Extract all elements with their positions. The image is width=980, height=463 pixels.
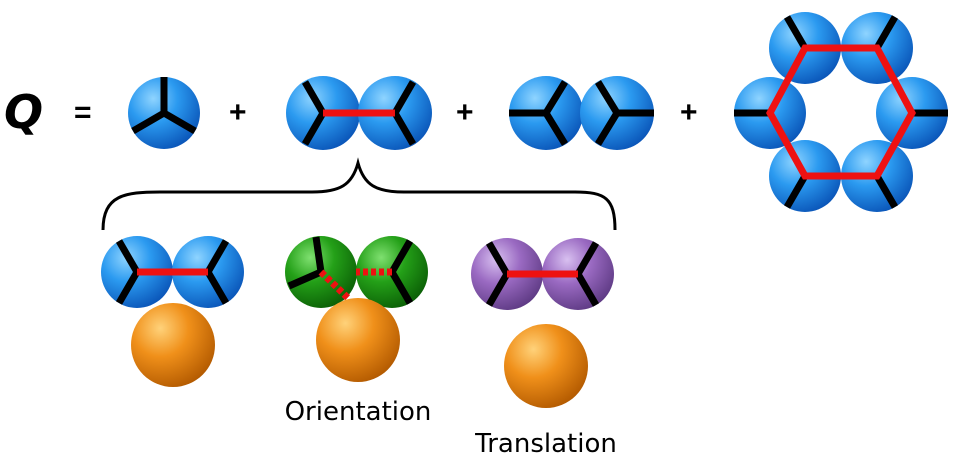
unbonded-pair xyxy=(509,76,654,150)
patch-arms xyxy=(734,15,948,209)
translation-label: Translation xyxy=(474,429,617,459)
patch-arms xyxy=(131,77,197,135)
bonded-dimer-with-sphere xyxy=(101,236,244,387)
plus-sign-1: + xyxy=(229,96,247,129)
patch-arms xyxy=(485,241,600,307)
orientation-label: Orientation xyxy=(285,397,432,427)
hexagonal-ring xyxy=(734,12,948,212)
translation-variant: Translation xyxy=(471,238,617,459)
single-patchy-particle xyxy=(128,77,200,149)
bonded-dimer xyxy=(286,76,432,150)
patch-arms xyxy=(287,236,414,305)
equals-sign: = xyxy=(74,96,92,129)
q-symbol: Q xyxy=(4,85,43,139)
patch-arms xyxy=(301,80,417,146)
patch-arms xyxy=(115,239,230,305)
patch-arms xyxy=(509,80,654,146)
orientation-variant: Orientation xyxy=(285,236,432,427)
orange-sphere xyxy=(504,324,588,408)
orange-sphere xyxy=(131,303,215,387)
curly-brace xyxy=(101,157,617,231)
rotated-patch-line xyxy=(318,269,352,302)
plus-sign-3: + xyxy=(680,96,698,129)
plus-sign-2: + xyxy=(456,96,474,129)
orange-sphere xyxy=(316,298,400,382)
bond-hexagon xyxy=(766,44,916,180)
